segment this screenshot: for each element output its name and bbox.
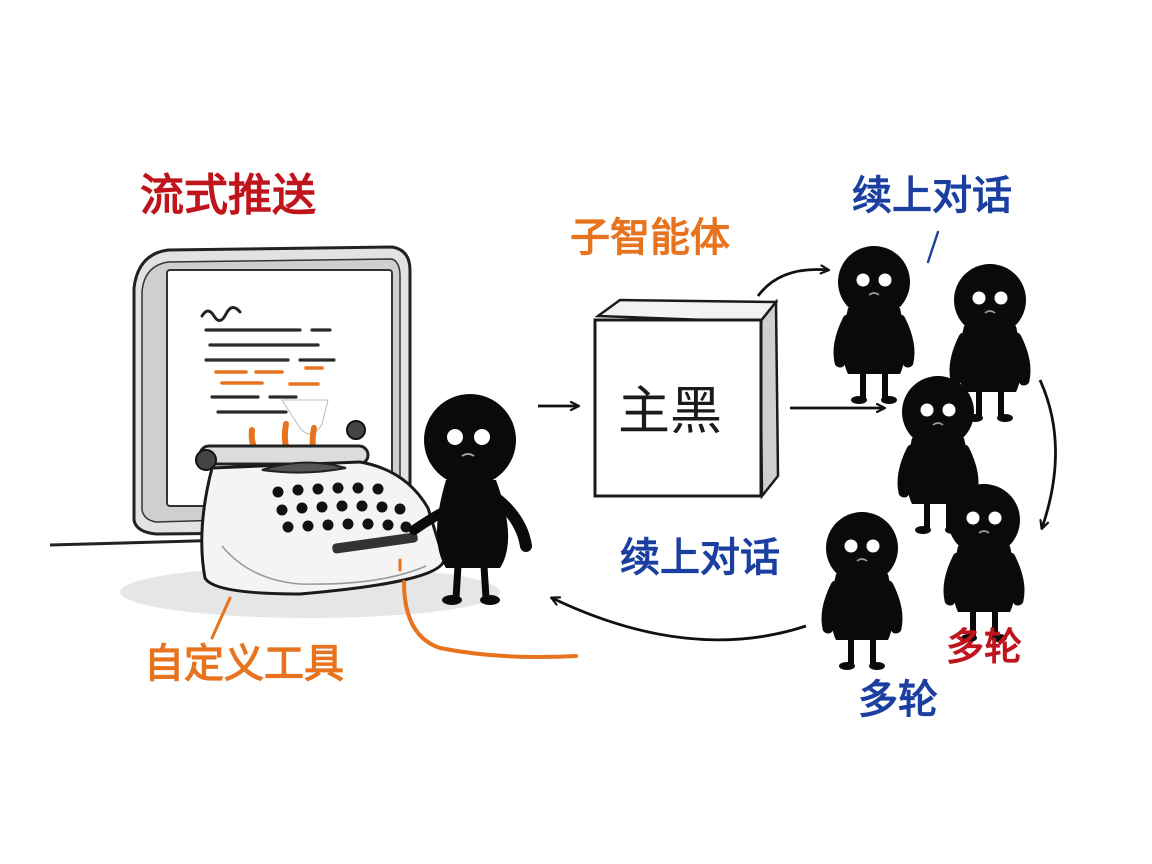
main-box [593, 298, 780, 500]
main-box-label: 主黑 [618, 382, 723, 442]
custom-tool-pointer [210, 596, 232, 640]
streaming-label: 流式推送 [140, 170, 316, 221]
multiturn-label-red: 多轮 [946, 625, 1023, 669]
multiturn-label-blue: 多轮 [858, 677, 938, 723]
continue-conversation-label-top: 续上对话 [852, 173, 1012, 219]
custom-tool-label: 自定义工具 [144, 641, 344, 687]
arrow-cycle [1038, 379, 1057, 528]
subagent-figure-1 [838, 246, 910, 404]
arrow-to-subagent [756, 270, 828, 297]
subagent-figure-4 [948, 484, 1020, 642]
main-agent-figure [409, 394, 532, 605]
custom-tool-connector [402, 580, 578, 659]
subagent-label: 子智能体 [570, 215, 730, 261]
label-pointer-top [926, 230, 940, 264]
arrow-return [552, 598, 807, 642]
subagent-figure-5 [826, 512, 898, 670]
continue-conversation-label-bottom: 续上对话 [620, 535, 780, 581]
